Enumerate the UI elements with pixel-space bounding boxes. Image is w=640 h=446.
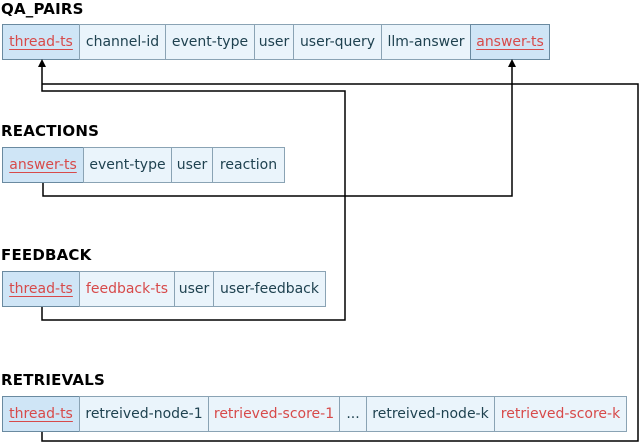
column-answer-ts: answer-ts	[470, 24, 550, 60]
column-channel-id: channel-id	[79, 24, 166, 60]
column-user: user	[171, 147, 213, 183]
table-title-retrievals: RETRIEVALS	[1, 371, 105, 389]
connector-retrievals-thread-ts	[41, 83, 639, 442]
column-retrieved-node-1: retreived-node-1	[79, 396, 209, 432]
column-user: user	[174, 271, 214, 307]
table-qa-pairs: thread-ts channel-id event-type user use…	[2, 24, 550, 60]
column-user-query: user-query	[293, 24, 382, 60]
column-thread-ts: thread-ts	[2, 24, 80, 60]
table-title-feedback: FEEDBACK	[1, 246, 92, 264]
column-thread-ts: thread-ts	[2, 396, 80, 432]
column-user: user	[254, 24, 294, 60]
column-retrieved-score-1: retrieved-score-1	[208, 396, 340, 432]
column-user-feedback: user-feedback	[213, 271, 326, 307]
column-thread-ts: thread-ts	[2, 271, 80, 307]
table-title-qa-pairs: QA_PAIRS	[1, 0, 84, 18]
table-title-reactions: REACTIONS	[1, 122, 100, 140]
column-retrieved-node-k: retreived-node-k	[366, 396, 495, 432]
column-retrieved-score-k: retrieved-score-k	[494, 396, 627, 432]
table-retrievals: thread-ts retreived-node-1 retrieved-sco…	[2, 396, 627, 432]
column-ellipsis: ...	[339, 396, 367, 432]
table-feedback: thread-ts feedback-ts user user-feedback	[2, 271, 326, 307]
table-reactions: answer-ts event-type user reaction	[2, 147, 285, 183]
column-answer-ts: answer-ts	[2, 147, 84, 183]
column-feedback-ts: feedback-ts	[79, 271, 175, 307]
column-event-type: event-type	[83, 147, 172, 183]
column-event-type: event-type	[165, 24, 255, 60]
column-llm-answer: llm-answer	[381, 24, 471, 60]
column-reaction: reaction	[212, 147, 285, 183]
